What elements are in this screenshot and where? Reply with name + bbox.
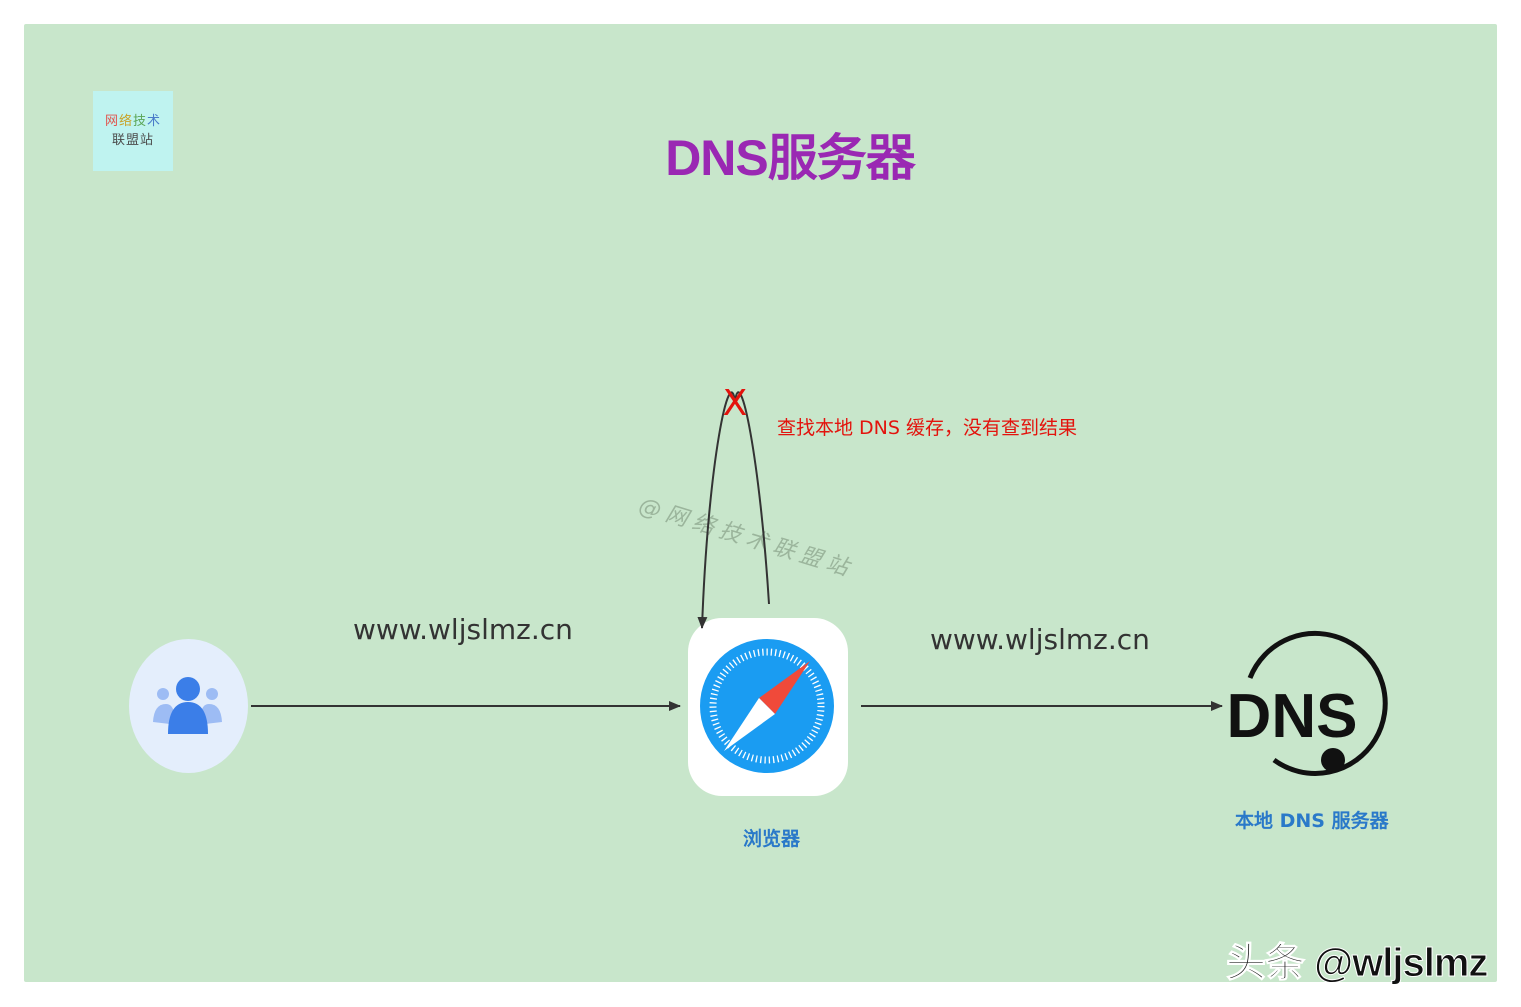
logo-line-1: 网络技术 <box>105 112 161 131</box>
browser-label: 浏览器 <box>743 828 801 850</box>
dns-icon: DNS <box>1227 630 1388 776</box>
safari-compass-icon <box>700 639 834 773</box>
cache-note: 查找本地 DNS 缓存，没有查到结果 <box>777 417 1077 439</box>
footer-watermark: 头条 @wljslmz <box>1225 941 1488 986</box>
arrow-cache-loop <box>697 391 770 629</box>
logo-char: 技 <box>133 114 148 129</box>
logo-char: 术 <box>147 114 162 129</box>
logo: 网络技术 联盟站 <box>93 91 173 171</box>
dns-icon-text: DNS <box>1227 682 1358 751</box>
diagram-title: DNS服务器 <box>665 130 916 186</box>
url-label-request: www.wljslmz.cn <box>353 613 573 646</box>
logo-line-2: 联盟站 <box>111 133 154 148</box>
logo-char: 网 <box>104 114 119 129</box>
logo-char: 络 <box>118 114 133 129</box>
url-label-query: www.wljslmz.cn <box>930 623 1150 656</box>
users-icon <box>153 677 222 734</box>
cross-mark: X <box>723 383 748 424</box>
dns-server-label: 本地 DNS 服务器 <box>1235 810 1389 832</box>
